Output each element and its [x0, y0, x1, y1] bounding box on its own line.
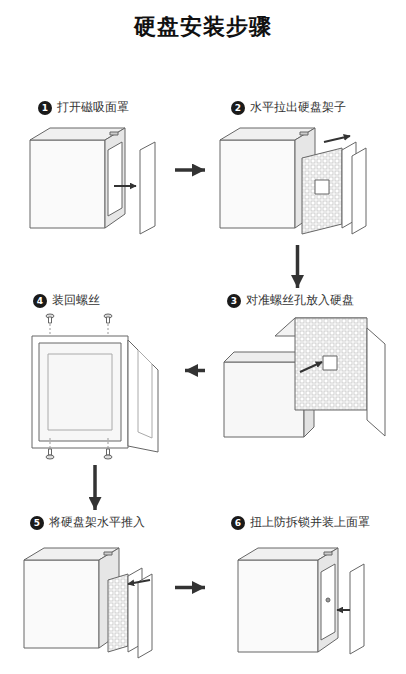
- step-arrow: [93, 465, 97, 510]
- step-panel: 2 水平拉出硬盘架子: [205, 95, 390, 245]
- step-caption: 将硬盘架水平推入: [49, 514, 145, 531]
- step-caption-row: 3 对准螺丝孔放入硬盘: [227, 292, 354, 309]
- step-panel: 4 装回螺丝: [15, 288, 185, 465]
- nas-box-closed: [238, 548, 364, 654]
- step-number: 1: [38, 101, 52, 115]
- step-caption: 打开磁吸面罩: [57, 99, 129, 116]
- step-panel: 3 对准螺丝孔放入硬盘: [205, 288, 390, 453]
- disk-tray: [275, 318, 385, 436]
- step-arrow: [185, 369, 205, 373]
- step-caption-row: 5 将硬盘架水平推入: [30, 514, 145, 531]
- step-caption: 水平拉出硬盘架子: [250, 99, 346, 116]
- step-number: 5: [30, 516, 44, 530]
- diagram-title: 硬盘安装步骤: [0, 12, 406, 42]
- step-caption-row: 2 水平拉出硬盘架子: [231, 99, 346, 116]
- step-panel: 5 将硬盘架水平推入: [15, 510, 175, 665]
- step-caption-row: 6 扭上防拆锁并装上面罩: [231, 514, 370, 531]
- step-caption: 装回螺丝: [52, 292, 100, 309]
- step-caption: 扭上防拆锁并装上面罩: [250, 514, 370, 531]
- step-number: 2: [231, 101, 245, 115]
- screws: [46, 314, 112, 459]
- step-arrow: [296, 245, 300, 288]
- step-panel: 6 扭上防拆锁并装上面罩: [205, 510, 390, 665]
- step-number: 4: [33, 294, 47, 308]
- nas-box-tray-in: [24, 548, 152, 658]
- step-arrow: [175, 168, 205, 172]
- step-arrow: [175, 586, 205, 590]
- step-caption: 对准螺丝孔放入硬盘: [246, 292, 354, 309]
- tray-with-disk: [32, 336, 158, 452]
- step-caption-row: 1 打开磁吸面罩: [38, 99, 129, 116]
- nas-box-tray-out: [220, 128, 366, 234]
- step-number: 6: [231, 516, 245, 530]
- step-number: 3: [227, 294, 241, 308]
- nas-box: [30, 128, 155, 234]
- step-caption-row: 4 装回螺丝: [33, 292, 100, 309]
- step-panel: 1 打开磁吸面罩: [20, 95, 175, 245]
